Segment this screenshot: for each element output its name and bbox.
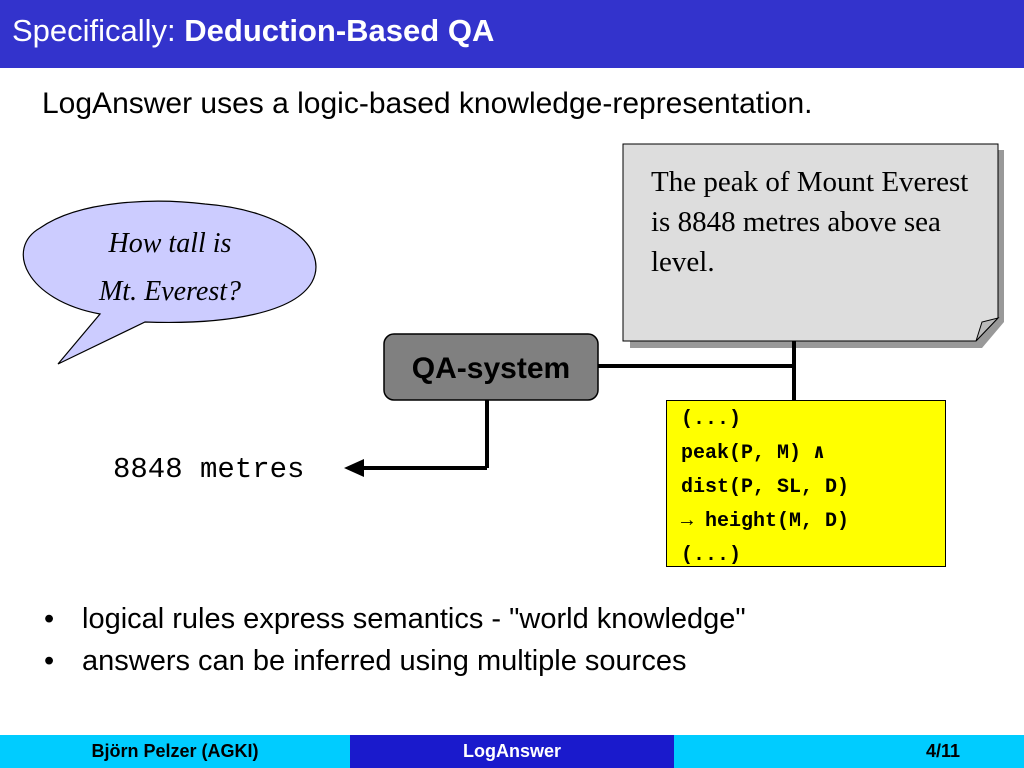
logic-line: dist(P, SL, D)	[681, 476, 850, 499]
footer-author: Björn Pelzer (AGKI)	[0, 735, 350, 768]
qa-system-box	[383, 333, 599, 401]
bullet-list: • logical rules express semantics - "worl…	[44, 598, 746, 682]
logic-representation-box: (...) peak(P, M) ∧ dist(P, SL, D) → heig…	[666, 400, 946, 567]
logic-line: (...)	[681, 544, 742, 567]
logic-line: → height(M, D)	[681, 510, 850, 533]
footer: Björn Pelzer (AGKI) LogAnswer 4/11	[0, 735, 1024, 768]
question-text: How tall is Mt. Everest?	[60, 220, 280, 316]
document-fold	[975, 317, 1000, 342]
logic-line: peak(P, M) ∧	[681, 442, 826, 465]
answer-text: 8848 metres	[113, 453, 305, 486]
question-line-2: Mt. Everest?	[98, 276, 242, 307]
slide-title: Specifically: Deduction-Based QA	[12, 12, 494, 50]
bullet-item: • answers can be inferred using multiple …	[44, 640, 746, 682]
bullet-dot: •	[44, 645, 55, 677]
question-line-1: How tall is	[108, 228, 232, 259]
bullet-text: logical rules express semantics - "world…	[82, 603, 746, 635]
diagram-graphics	[22, 143, 1004, 477]
bullet-text: answers can be inferred using multiple s…	[82, 645, 687, 677]
speech-bubble	[22, 200, 317, 365]
answer-arrowhead	[344, 459, 364, 477]
document-text: The peak of Mount Everest is 8848 metres…	[651, 166, 969, 278]
footer-title: LogAnswer	[350, 735, 674, 768]
bullet-dot: •	[44, 603, 55, 635]
title-bar: Specifically: Deduction-Based QA	[0, 0, 1024, 68]
bullet-item: • logical rules express semantics - "worl…	[44, 598, 746, 640]
qa-system-label: QA-system	[411, 352, 571, 385]
logic-line: (...)	[681, 408, 742, 431]
intro-text: LogAnswer uses a logic-based knowledge-r…	[42, 87, 813, 120]
slide-title-prefix: Specifically:	[12, 13, 185, 48]
footer-page-number: 4/11	[674, 735, 1024, 768]
slide-title-bold: Deduction-Based QA	[184, 13, 495, 48]
